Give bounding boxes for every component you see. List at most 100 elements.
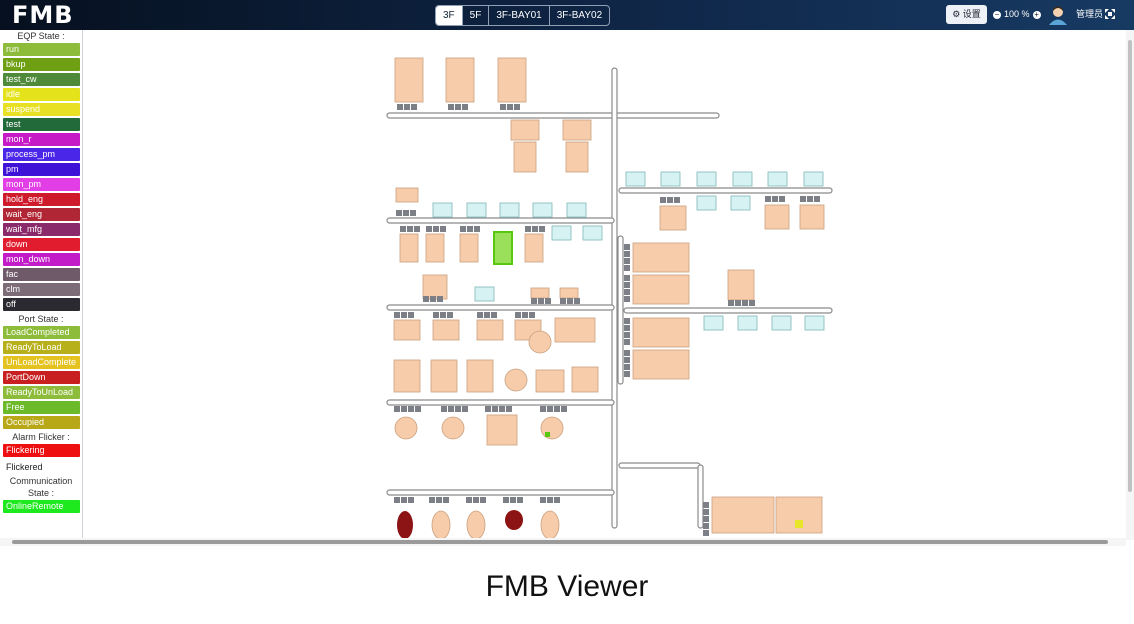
- load-port[interactable]: [394, 406, 400, 412]
- load-port[interactable]: [674, 197, 680, 203]
- equipment-24[interactable]: [393, 319, 421, 341]
- stocker[interactable]: [551, 225, 572, 241]
- load-port[interactable]: [814, 196, 820, 202]
- load-port[interactable]: [474, 226, 480, 232]
- load-port[interactable]: [484, 312, 490, 318]
- load-port[interactable]: [400, 226, 406, 232]
- load-port[interactable]: [491, 312, 497, 318]
- load-port[interactable]: [624, 275, 630, 281]
- load-port[interactable]: [624, 364, 630, 370]
- load-port[interactable]: [408, 497, 414, 503]
- oval-equipment[interactable]: [540, 510, 560, 540]
- load-port[interactable]: [529, 312, 535, 318]
- stocker[interactable]: [767, 171, 788, 187]
- stocker[interactable]: [499, 202, 520, 218]
- equipment-1[interactable]: [445, 57, 475, 103]
- load-port[interactable]: [703, 502, 709, 508]
- load-port[interactable]: [667, 197, 673, 203]
- equipment-16[interactable]: [632, 242, 690, 273]
- load-port[interactable]: [430, 296, 436, 302]
- load-port[interactable]: [433, 226, 439, 232]
- equipment-7[interactable]: [395, 187, 419, 203]
- load-port[interactable]: [500, 104, 506, 110]
- load-port[interactable]: [404, 104, 410, 110]
- load-port[interactable]: [443, 497, 449, 503]
- load-port[interactable]: [455, 104, 461, 110]
- load-port[interactable]: [448, 104, 454, 110]
- load-port[interactable]: [532, 226, 538, 232]
- load-port[interactable]: [624, 282, 630, 288]
- tab-5f[interactable]: 5F: [463, 6, 490, 25]
- load-port[interactable]: [547, 497, 553, 503]
- load-port[interactable]: [540, 406, 546, 412]
- load-port[interactable]: [506, 406, 512, 412]
- load-port[interactable]: [473, 497, 479, 503]
- stocker[interactable]: [625, 171, 646, 187]
- load-port[interactable]: [423, 296, 429, 302]
- stocker[interactable]: [582, 225, 603, 241]
- stocker[interactable]: [771, 315, 792, 331]
- load-port[interactable]: [517, 497, 523, 503]
- load-port[interactable]: [624, 289, 630, 295]
- load-port[interactable]: [436, 497, 442, 503]
- load-port[interactable]: [624, 339, 630, 345]
- tab-3f[interactable]: 3F: [436, 6, 463, 25]
- load-port[interactable]: [540, 497, 546, 503]
- load-port[interactable]: [531, 298, 537, 304]
- port-free-indicator[interactable]: [545, 432, 550, 437]
- stocker[interactable]: [730, 195, 751, 211]
- load-port[interactable]: [547, 406, 553, 412]
- zoom-in-icon[interactable]: +: [1032, 9, 1041, 19]
- load-port[interactable]: [499, 406, 505, 412]
- load-port[interactable]: [728, 300, 734, 306]
- load-port[interactable]: [567, 298, 573, 304]
- load-port[interactable]: [624, 318, 630, 324]
- load-port[interactable]: [448, 406, 454, 412]
- equipment-14[interactable]: [764, 204, 790, 230]
- round-equipment[interactable]: [441, 416, 465, 440]
- load-port[interactable]: [407, 226, 413, 232]
- equipment-32[interactable]: [535, 369, 565, 393]
- equipment-13[interactable]: [659, 205, 687, 231]
- load-port[interactable]: [437, 296, 443, 302]
- load-port[interactable]: [624, 357, 630, 363]
- load-port[interactable]: [510, 497, 516, 503]
- load-port[interactable]: [765, 196, 771, 202]
- load-port[interactable]: [660, 197, 666, 203]
- load-port[interactable]: [414, 226, 420, 232]
- tab-3f-bay01[interactable]: 3F-BAY01: [489, 6, 550, 25]
- oval-equipment[interactable]: [466, 510, 486, 540]
- equipment-11[interactable]: [524, 233, 544, 263]
- load-port[interactable]: [735, 300, 741, 306]
- load-port[interactable]: [800, 196, 806, 202]
- avatar[interactable]: [1048, 5, 1068, 25]
- load-port[interactable]: [624, 251, 630, 257]
- stocker[interactable]: [466, 202, 487, 218]
- load-port[interactable]: [485, 406, 491, 412]
- equipment-10[interactable]: [459, 233, 479, 263]
- stocker[interactable]: [803, 171, 824, 187]
- stocker[interactable]: [696, 171, 717, 187]
- equipment-35[interactable]: [711, 496, 775, 534]
- load-port[interactable]: [561, 406, 567, 412]
- load-port[interactable]: [440, 226, 446, 232]
- equipment-3[interactable]: [510, 119, 540, 141]
- zoom-out-icon[interactable]: −: [993, 9, 1001, 19]
- alarm-equipment[interactable]: [397, 511, 413, 539]
- load-port[interactable]: [401, 312, 407, 318]
- fullscreen-icon[interactable]: [1105, 9, 1115, 19]
- equipment-18[interactable]: [632, 317, 690, 348]
- round-equipment[interactable]: [528, 330, 552, 354]
- stocker[interactable]: [532, 202, 553, 218]
- load-port[interactable]: [624, 258, 630, 264]
- tab-3f-bay02[interactable]: 3F-BAY02: [556, 10, 603, 21]
- stocker[interactable]: [737, 315, 758, 331]
- load-port[interactable]: [749, 300, 755, 306]
- equipment-26[interactable]: [476, 319, 504, 341]
- load-port[interactable]: [433, 312, 439, 318]
- equipment-22[interactable]: [530, 287, 550, 299]
- equipment-15[interactable]: [799, 204, 825, 230]
- load-port[interactable]: [466, 497, 472, 503]
- load-port[interactable]: [401, 497, 407, 503]
- load-port[interactable]: [703, 523, 709, 529]
